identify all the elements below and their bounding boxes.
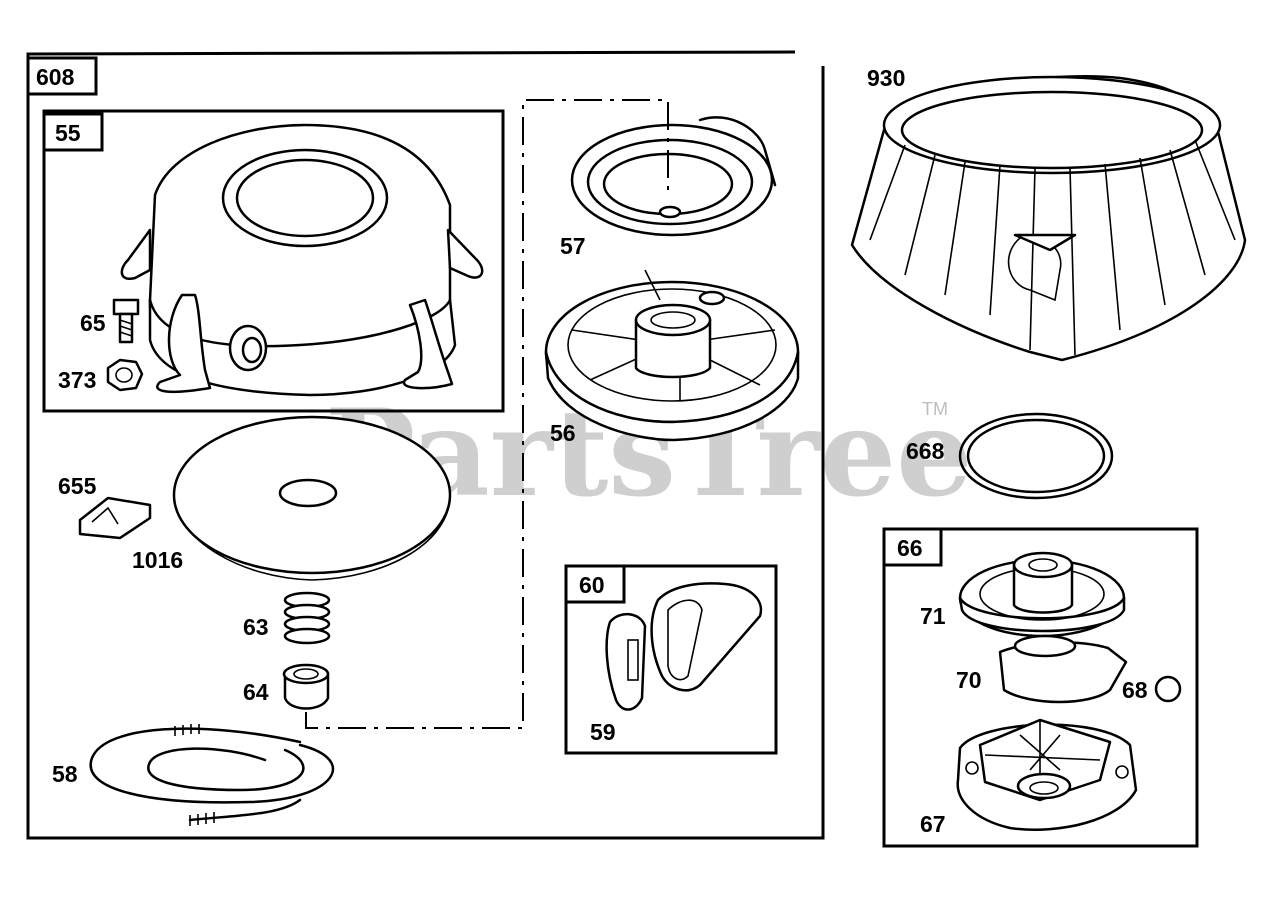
bushing-64[interactable] bbox=[282, 663, 330, 710]
label-56: 56 bbox=[550, 420, 576, 446]
ratchet-70[interactable] bbox=[998, 634, 1128, 704]
group-55-frame: 55 bbox=[42, 109, 505, 413]
screen-930[interactable] bbox=[850, 75, 1247, 362]
group-608-label: 608 bbox=[36, 64, 75, 90]
recoil-spring-57[interactable] bbox=[570, 116, 777, 237]
blower-housing[interactable] bbox=[120, 123, 484, 397]
ball-68[interactable] bbox=[1154, 675, 1182, 703]
ring-668[interactable] bbox=[958, 412, 1114, 500]
pulley-56[interactable] bbox=[544, 269, 800, 442]
label-64: 64 bbox=[243, 679, 269, 705]
spring-63[interactable] bbox=[283, 591, 331, 645]
group-60-frame: 60 bbox=[564, 564, 778, 755]
group-66-label: 66 bbox=[897, 535, 923, 561]
bolt-65[interactable] bbox=[112, 298, 140, 344]
label-67: 67 bbox=[920, 811, 946, 837]
label-655: 655 bbox=[58, 473, 97, 499]
label-65: 65 bbox=[80, 310, 106, 336]
watermark-trademark: TM bbox=[922, 399, 948, 419]
label-71: 71 bbox=[920, 603, 946, 629]
label-58: 58 bbox=[52, 761, 78, 787]
nut-373[interactable] bbox=[106, 358, 144, 392]
group-55-label: 55 bbox=[55, 120, 81, 146]
connector-line bbox=[305, 99, 669, 729]
handle-59[interactable] bbox=[605, 582, 763, 711]
label-373: 373 bbox=[58, 367, 96, 393]
group-608-frame: 608 bbox=[26, 50, 825, 840]
label-1016: 1016 bbox=[132, 547, 183, 573]
label-70: 70 bbox=[956, 667, 982, 693]
label-668: 668 bbox=[906, 438, 945, 464]
clip-655[interactable] bbox=[78, 496, 152, 540]
group-66-frame: 66 bbox=[882, 527, 1199, 848]
label-59: 59 bbox=[590, 719, 616, 745]
label-930: 930 bbox=[867, 65, 905, 91]
cup-67[interactable] bbox=[956, 718, 1138, 831]
label-57: 57 bbox=[560, 233, 586, 259]
plate-1016[interactable] bbox=[172, 415, 452, 581]
rope-58[interactable] bbox=[89, 724, 335, 826]
label-68: 68 bbox=[1122, 677, 1148, 703]
group-60-label: 60 bbox=[579, 572, 605, 598]
hub-71[interactable] bbox=[958, 551, 1126, 638]
label-63: 63 bbox=[243, 614, 269, 640]
